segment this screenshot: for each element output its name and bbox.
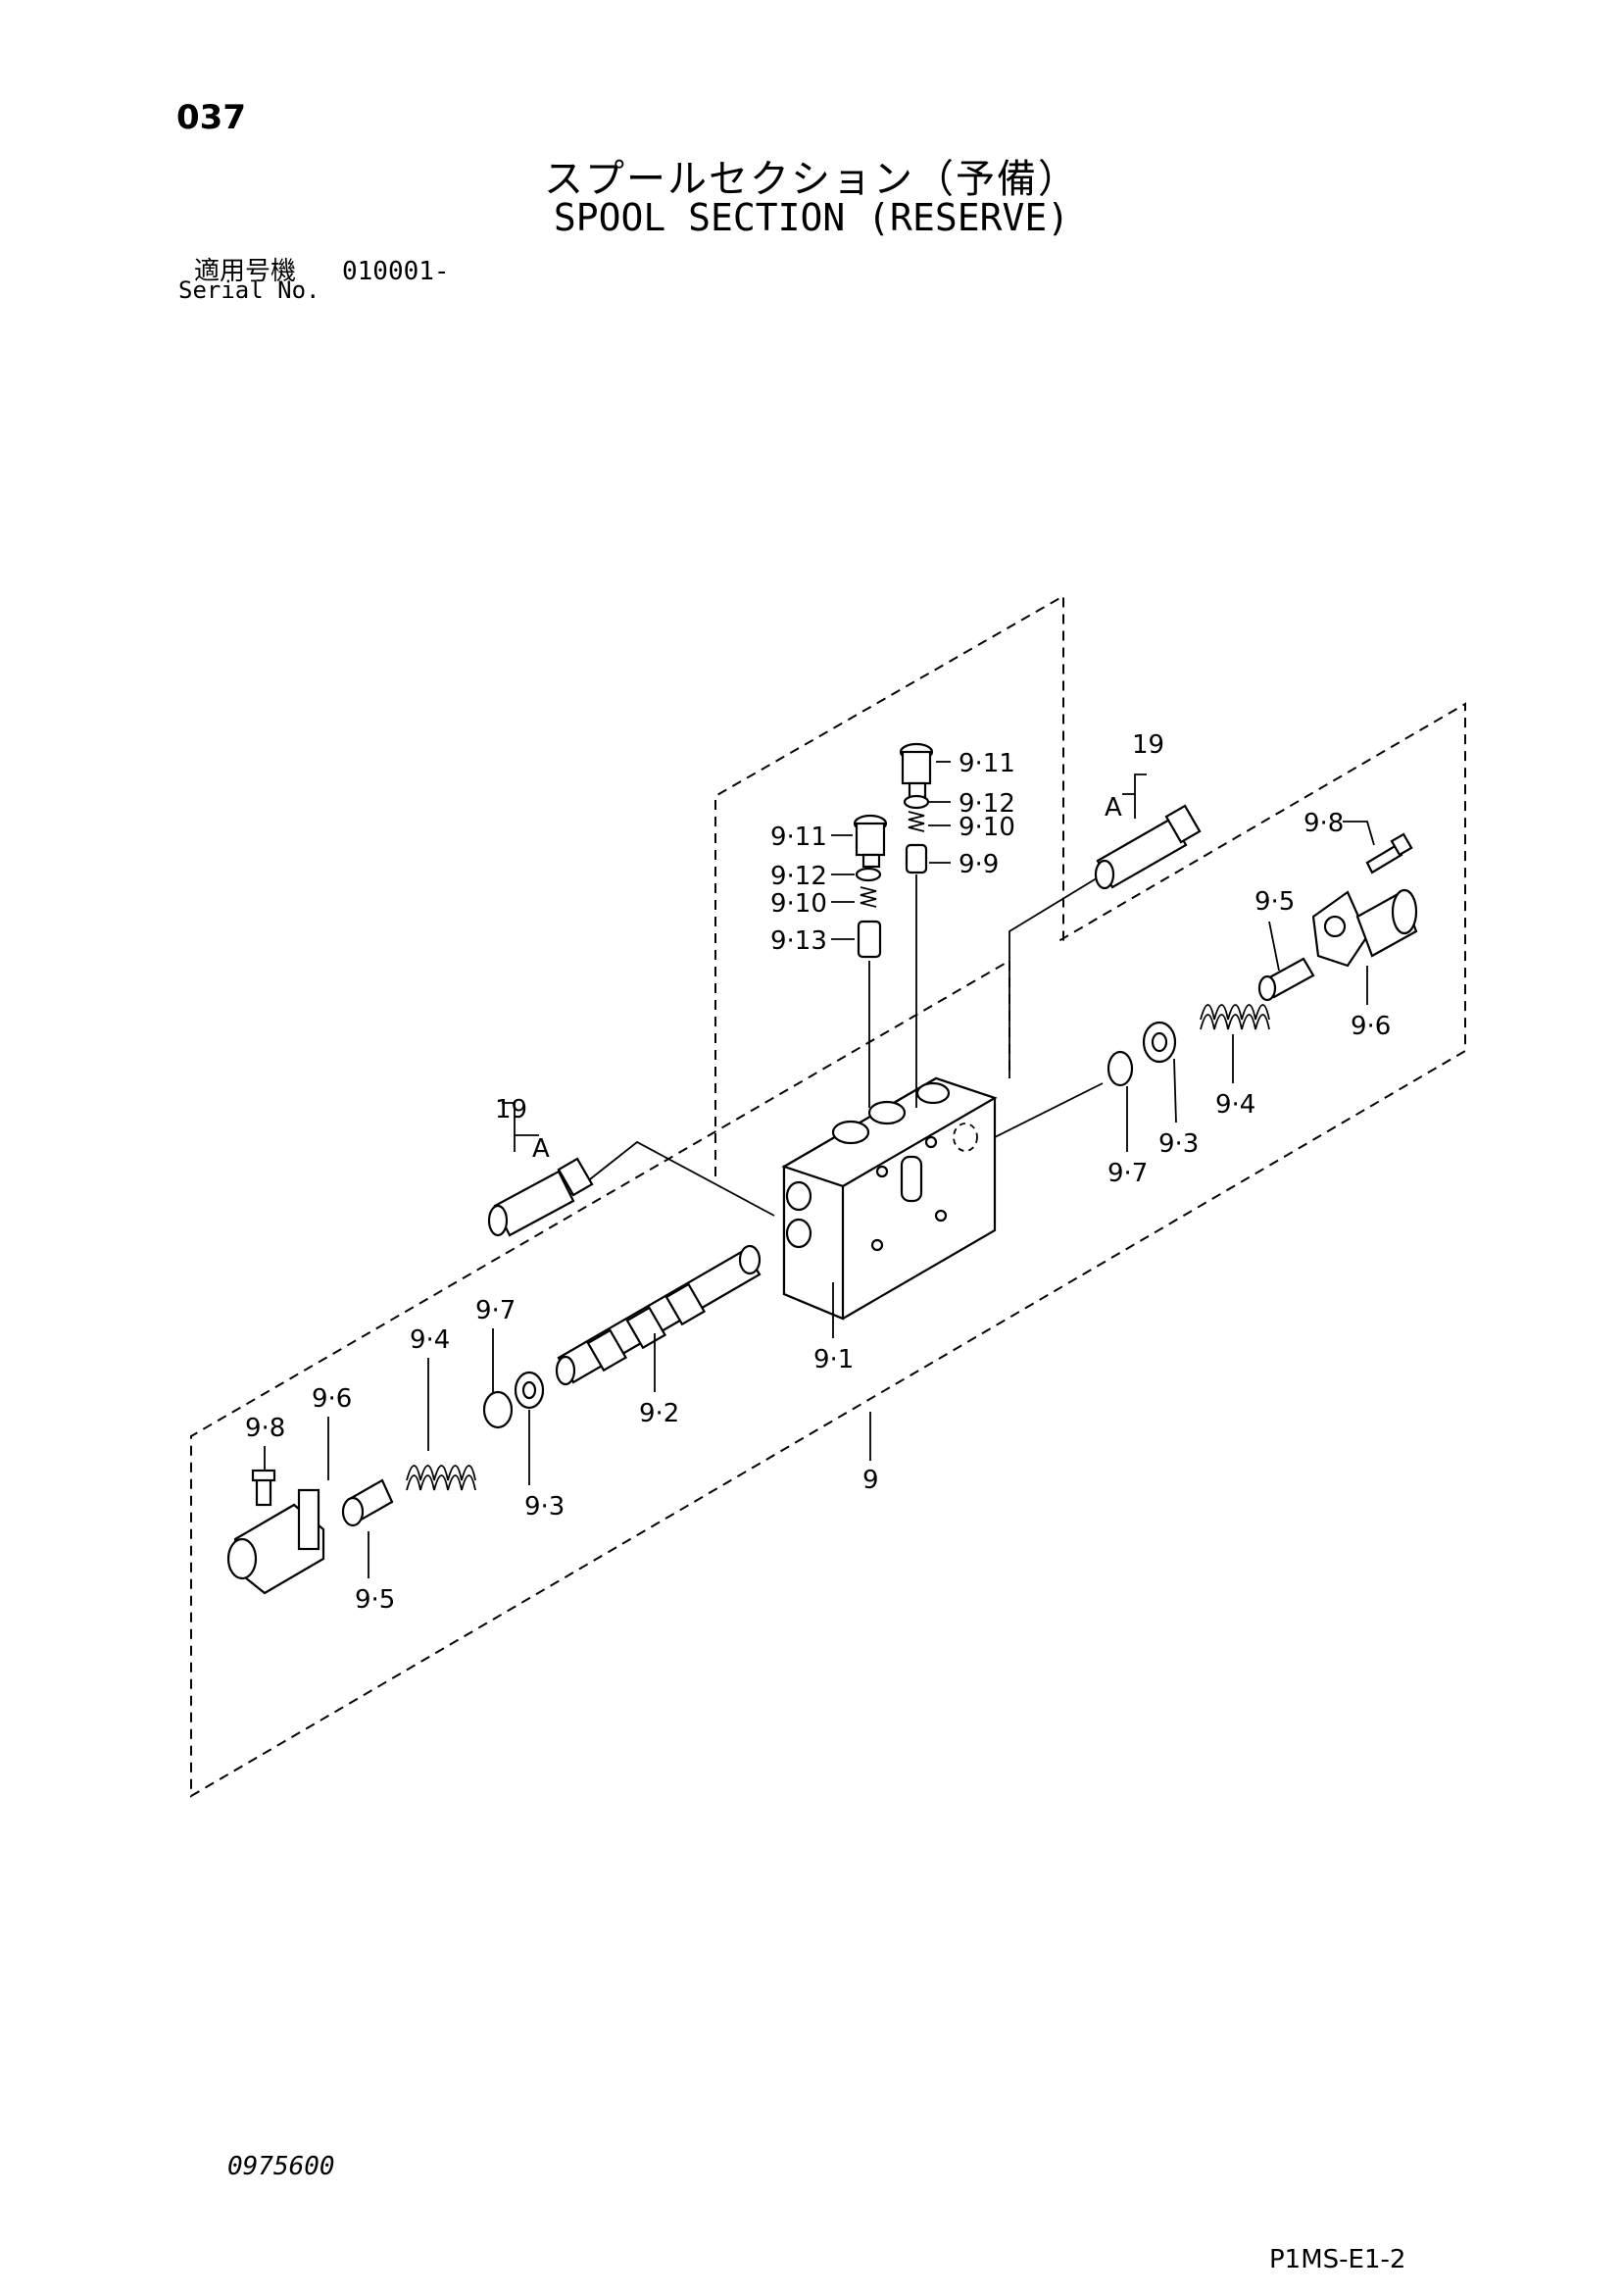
o-ring-lower-icon — [855, 867, 882, 882]
check-valve-icon — [857, 920, 882, 959]
callout-9-13: 9·13 — [770, 926, 827, 956]
bolt-right-icon — [1365, 832, 1413, 874]
poppet-upper-icon — [905, 843, 928, 874]
callout-9-12-upper: 9·12 — [959, 789, 1015, 819]
callout-9-4-left: 9·4 — [410, 1325, 450, 1355]
page-code: P1MS-E1-2 — [1269, 2245, 1406, 2274]
spring-seat-right-icon — [1142, 1021, 1177, 1064]
callout-9-7-left: 9·7 — [475, 1296, 516, 1325]
relief-valve-left-icon — [487, 1157, 594, 1237]
plug-upper-icon — [899, 742, 934, 799]
callout-9-8-right: 9·8 — [1303, 809, 1344, 838]
callout-9-8-left: 9·8 — [245, 1414, 285, 1443]
leader-9-7-right — [994, 1082, 1104, 1138]
serial-label-en: Serial No. — [178, 276, 320, 304]
callout-9-4-right: 9·4 — [1215, 1090, 1255, 1120]
callout-9-10-upper: 9·10 — [959, 813, 1015, 842]
callout-9-3-left: 9·3 — [524, 1492, 565, 1522]
callout-leaders — [264, 761, 1375, 1578]
spring-seat-left-icon — [514, 1371, 545, 1410]
o-ring-right-icon — [1107, 1050, 1134, 1087]
document-code: 0975600 — [227, 2152, 335, 2181]
callout-9-11-upper: 9·11 — [959, 749, 1015, 778]
callout-a-right: A — [1105, 793, 1122, 823]
callout-9-5-right: 9·5 — [1254, 887, 1295, 917]
callout-19-left: 19 — [495, 1095, 527, 1124]
title-english: SPOOL SECTION (RESERVE) — [553, 196, 1070, 239]
leader-19-right — [1008, 862, 1123, 1078]
valve-body-icon — [781, 1076, 998, 1321]
callout-9-1: 9·1 — [813, 1345, 854, 1374]
title-japanese: スプールセクション（予備） — [544, 157, 1079, 202]
callout-9-5-left: 9·5 — [355, 1585, 395, 1615]
stopper-right-icon — [1257, 957, 1315, 1002]
callout-19-right: 19 — [1132, 730, 1164, 760]
bolt-left-icon — [251, 1469, 276, 1507]
spool-icon — [555, 1244, 762, 1386]
callout-9-2: 9·2 — [639, 1399, 679, 1428]
relief-valve-right-icon — [1094, 804, 1202, 890]
page-number: 037 — [176, 98, 246, 137]
serial-label-jp: 適用号機 — [194, 257, 297, 286]
callout-9: 9 — [862, 1466, 879, 1495]
spring-right-icon — [1200, 1004, 1270, 1030]
spring-lower-icon — [860, 886, 877, 908]
upper-dashed-boundary — [190, 594, 1466, 1798]
serial-line: 適用号機 010001- — [194, 251, 450, 287]
callout-9-7-right: 9·7 — [1107, 1159, 1148, 1188]
stopper-left-icon — [341, 1478, 394, 1527]
cover-left-icon — [226, 1488, 325, 1595]
callout-9-9: 9·9 — [959, 850, 999, 879]
spring-upper-icon — [908, 811, 925, 832]
plug-lower-icon — [853, 814, 888, 869]
cover-right-icon — [1311, 888, 1418, 968]
callout-a-left: A — [532, 1134, 550, 1164]
serial-value: 010001- — [341, 257, 450, 286]
callout-9-6-left: 9·6 — [312, 1384, 352, 1414]
o-ring-upper-icon — [903, 794, 930, 810]
callout-9-11-lower: 9·11 — [770, 823, 827, 852]
o-ring-left-icon — [482, 1390, 514, 1429]
callout-9-12-lower: 9·12 — [770, 862, 827, 891]
callout-9-10-lower: 9·10 — [770, 889, 827, 919]
callout-9-6-right: 9·6 — [1351, 1012, 1391, 1041]
spring-left-icon — [406, 1465, 476, 1491]
callout-9-3-right: 9·3 — [1158, 1129, 1199, 1159]
